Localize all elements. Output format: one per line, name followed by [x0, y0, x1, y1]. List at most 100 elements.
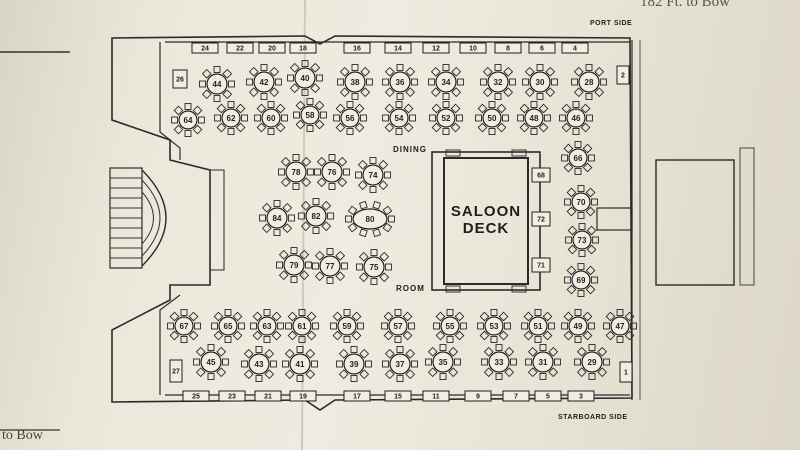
chair — [534, 309, 542, 316]
chair — [296, 346, 304, 353]
chair — [301, 177, 312, 188]
chair — [564, 198, 571, 206]
banquette-21: 21 — [254, 390, 282, 402]
chair — [359, 200, 368, 210]
chair — [382, 360, 389, 368]
chair — [395, 101, 403, 108]
chair — [338, 348, 349, 359]
table-40: 40 — [287, 60, 323, 96]
chair — [346, 128, 354, 135]
chair — [216, 367, 227, 378]
table-number: 77 — [326, 262, 335, 271]
chair — [312, 322, 319, 330]
chair — [477, 122, 488, 133]
table-top — [352, 208, 388, 230]
chair — [254, 114, 261, 122]
chair — [548, 322, 555, 330]
chair — [282, 223, 293, 234]
chair — [586, 225, 597, 236]
banquette-number: 8 — [506, 46, 510, 53]
table-61: 61 — [285, 309, 319, 343]
chair — [566, 284, 577, 295]
banquette-number: 5 — [546, 394, 550, 401]
chair — [457, 78, 464, 86]
chair — [605, 330, 616, 341]
chair — [275, 122, 286, 133]
chair — [369, 186, 377, 193]
chair — [173, 124, 184, 135]
chair — [405, 87, 416, 98]
chair — [396, 375, 404, 382]
banquette-number: 11 — [432, 394, 440, 401]
chair — [545, 87, 556, 98]
chair — [442, 128, 450, 135]
table-number: 56 — [346, 114, 355, 123]
table-top — [568, 316, 588, 336]
chair — [554, 358, 561, 366]
chair — [588, 344, 596, 351]
table-30: 30 — [522, 64, 558, 100]
chair — [184, 130, 192, 137]
chair — [343, 309, 351, 316]
chair — [307, 168, 314, 176]
chair — [321, 221, 332, 232]
table-82: 82 — [298, 198, 334, 234]
table-number: 42 — [260, 78, 269, 87]
chair — [567, 225, 578, 236]
chair — [252, 330, 263, 341]
banquette-27: 27 — [169, 359, 183, 383]
table-number: 35 — [439, 358, 448, 367]
chair — [335, 103, 346, 114]
chair — [566, 187, 577, 198]
chair — [450, 122, 461, 133]
chair — [519, 122, 530, 133]
chair — [454, 358, 461, 366]
chair — [446, 309, 454, 316]
chair — [224, 336, 232, 343]
chair — [585, 206, 596, 217]
table-65: 65 — [211, 309, 245, 343]
corner-caption-bottom-left: to Bow — [2, 428, 43, 443]
table-number: 33 — [495, 358, 504, 367]
chair — [255, 346, 263, 353]
staircase — [109, 167, 225, 271]
chair — [192, 124, 203, 135]
chair — [255, 375, 263, 382]
chair — [573, 66, 584, 77]
table-top — [532, 351, 554, 373]
table-top — [389, 353, 411, 375]
chair — [326, 277, 334, 284]
chair — [300, 200, 311, 211]
chair — [306, 125, 314, 132]
banquette-22: 22 — [226, 42, 254, 54]
banquette-72: 72 — [531, 211, 551, 227]
chair — [563, 162, 574, 173]
table-46: 46 — [559, 101, 593, 135]
chair — [600, 78, 607, 86]
chair — [456, 114, 463, 122]
chair — [188, 311, 199, 322]
chair — [289, 83, 300, 94]
banquette-15: 15 — [384, 390, 412, 402]
table-41: 41 — [282, 346, 318, 382]
table-number: 46 — [572, 114, 581, 123]
chair — [305, 261, 312, 269]
table-number: 39 — [350, 360, 359, 369]
chair — [359, 348, 370, 359]
chair — [213, 311, 224, 322]
chair — [566, 206, 577, 217]
chair — [574, 141, 582, 148]
chair — [429, 114, 436, 122]
chair — [316, 74, 323, 82]
table-51: 51 — [521, 309, 555, 343]
chair — [359, 369, 370, 380]
chair — [320, 111, 327, 119]
chair — [281, 114, 288, 122]
chair — [232, 330, 243, 341]
chair — [585, 64, 593, 71]
banquette-10: 10 — [459, 42, 487, 54]
table-74: 74 — [355, 157, 391, 193]
chair — [431, 122, 442, 133]
table-top — [528, 316, 548, 336]
chair — [439, 373, 447, 380]
